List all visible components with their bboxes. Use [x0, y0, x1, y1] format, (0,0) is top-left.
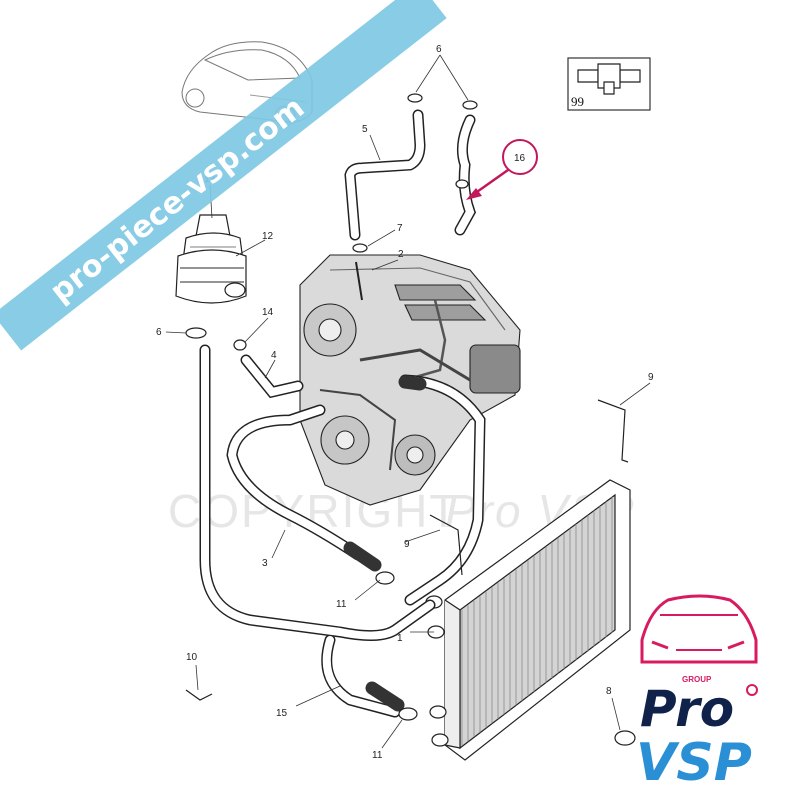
callout-3: 3	[262, 558, 268, 569]
highlight-16: 16	[466, 139, 538, 200]
label-16: 16	[514, 153, 526, 164]
callout-1: 1	[397, 633, 403, 644]
logo-pro-text: Pro	[640, 680, 734, 738]
callout-15: 15	[276, 708, 288, 719]
logo-car-icon	[640, 594, 758, 664]
callout-10: 10	[186, 652, 198, 663]
inset-box: 99	[567, 57, 651, 111]
callout-11-lower: 11	[372, 750, 383, 761]
inset-label: 99	[571, 94, 584, 109]
callout-9-right: 9	[648, 372, 654, 383]
logo-dot-icon	[746, 684, 758, 696]
logo-group-text: GROUP	[682, 675, 712, 684]
callout-2: 2	[398, 249, 404, 260]
callout-9-center: 9	[404, 539, 410, 550]
pro-vsp-logo: GROUP Pro VSP	[636, 594, 758, 793]
callout-8: 8	[606, 686, 612, 697]
callout-6-top: 6	[436, 44, 442, 55]
radiator	[425, 479, 631, 761]
callout-6-left: 6	[156, 327, 162, 338]
callout-14: 14	[262, 307, 274, 318]
callout-7: 7	[397, 223, 403, 234]
expansion-tank	[175, 214, 247, 304]
hoses	[199, 109, 486, 718]
callout-11-upper: 11	[336, 599, 347, 610]
callout-5: 5	[362, 124, 368, 135]
clamps-brackets	[185, 93, 636, 746]
logo-vsp-text: VSP	[636, 733, 752, 793]
callout-12: 12	[262, 231, 274, 242]
callout-4: 4	[271, 350, 277, 361]
